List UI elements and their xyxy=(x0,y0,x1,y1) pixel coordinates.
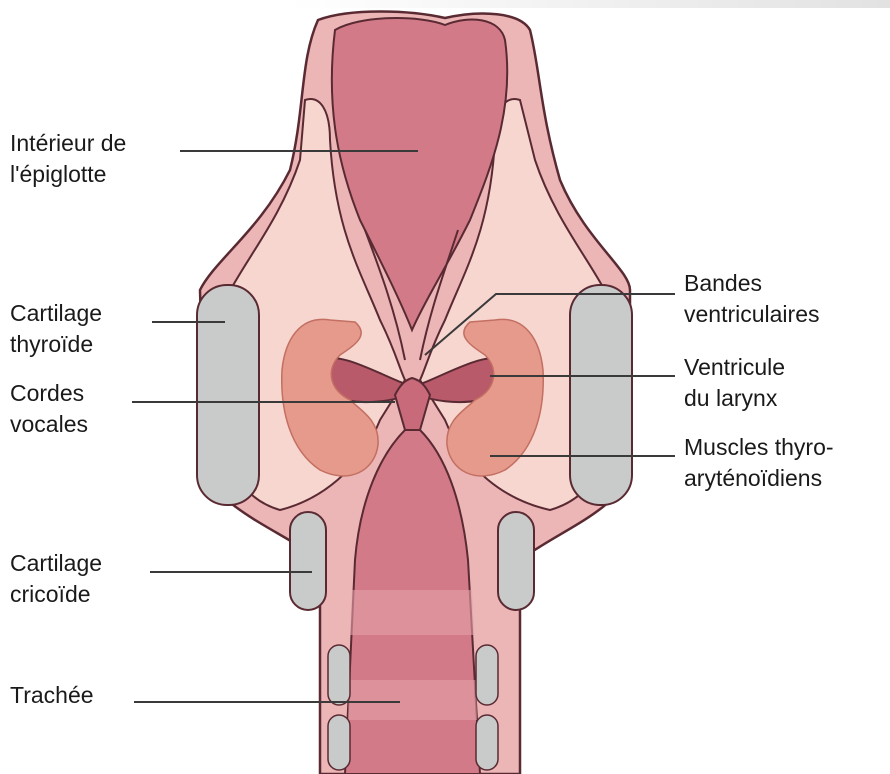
label-cordes-line2: vocales xyxy=(10,409,88,440)
left-tracheal-ring xyxy=(328,645,350,705)
label-muscles: Muscles thyro- aryténoïdiens xyxy=(684,432,834,494)
label-cordes-line1: Cordes xyxy=(10,378,88,409)
right-thyroid-cartilage xyxy=(570,285,632,505)
trachea-ring xyxy=(350,590,474,635)
label-muscles-line2: aryténoïdiens xyxy=(684,463,834,494)
label-trachee: Trachée xyxy=(10,680,94,711)
right-cricoid-cartilage xyxy=(498,512,534,610)
label-cricoide-line1: Cartilage xyxy=(10,548,102,579)
left-cricoid-cartilage xyxy=(290,512,326,610)
label-ventricule: Ventricule du larynx xyxy=(684,352,785,414)
right-tracheal-ring xyxy=(476,645,498,705)
label-thyroide-line1: Cartilage xyxy=(10,298,102,329)
label-muscles-line1: Muscles thyro- xyxy=(684,432,834,463)
label-ventricule-line2: du larynx xyxy=(684,383,785,414)
label-cordes: Cordes vocales xyxy=(10,378,88,440)
label-epiglotte-line2: l'épiglotte xyxy=(10,159,126,190)
trachea-ring xyxy=(348,680,477,720)
label-cricoide: Cartilage cricoïde xyxy=(10,548,102,610)
label-ventricule-line1: Ventricule xyxy=(684,352,785,383)
label-thyroide: Cartilage thyroïde xyxy=(10,298,102,360)
label-bandes: Bandes ventriculaires xyxy=(684,268,820,330)
label-thyroide-line2: thyroïde xyxy=(10,329,102,360)
left-tracheal-ring xyxy=(328,715,350,770)
label-epiglotte: Intérieur de l'épiglotte xyxy=(10,128,126,190)
label-bandes-line2: ventriculaires xyxy=(684,299,820,330)
label-epiglotte-line1: Intérieur de xyxy=(10,128,126,159)
left-thyroid-cartilage xyxy=(197,285,259,505)
right-tracheal-ring xyxy=(476,715,498,770)
label-bandes-line1: Bandes xyxy=(684,268,820,299)
label-cricoide-line2: cricoïde xyxy=(10,579,102,610)
label-trachee-line1: Trachée xyxy=(10,680,94,711)
